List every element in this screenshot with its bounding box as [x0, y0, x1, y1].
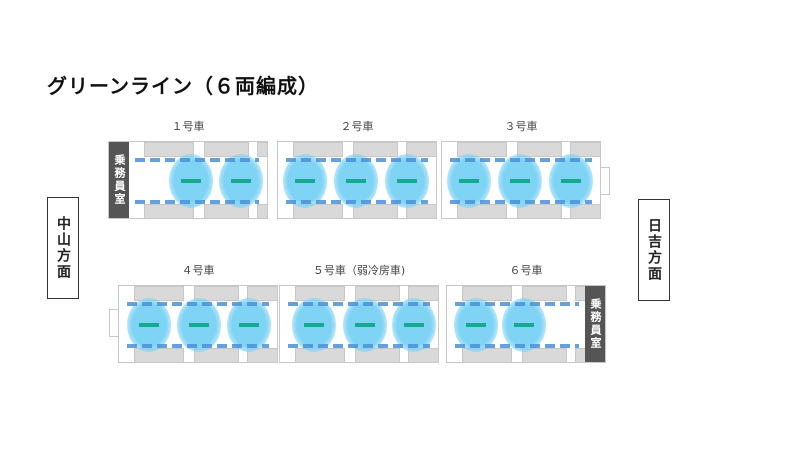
crew-room: 乗務員室 [585, 286, 605, 362]
seat-marker-icon [346, 179, 366, 183]
seat-block [406, 204, 436, 218]
crew-room: 乗務員室 [109, 142, 129, 218]
seat-block [570, 204, 600, 218]
seat-marker-icon [397, 179, 417, 183]
crowd-marker [219, 154, 263, 208]
seat-block [247, 348, 277, 362]
train-car-2 [277, 141, 437, 219]
page-title: グリーンライン（６両編成） [47, 74, 319, 98]
crowd-marker [169, 154, 213, 208]
door-line [135, 200, 259, 204]
seat-block [406, 142, 436, 157]
seat-block [257, 204, 267, 218]
seat-marker-icon [355, 323, 375, 327]
seat-marker-icon [304, 323, 324, 327]
seat-block [462, 286, 512, 301]
train-car-6: 乗務員室 [446, 285, 606, 363]
crowd-marker [454, 298, 498, 352]
door-line [455, 344, 579, 348]
door-line [135, 158, 259, 162]
seat-block [570, 142, 600, 157]
door-line [286, 200, 428, 204]
seat-block [204, 142, 249, 157]
crowd-marker [177, 298, 221, 352]
crowd-marker [447, 154, 491, 208]
seat-marker-icon [514, 323, 534, 327]
train-car-4 [118, 285, 278, 363]
door-line [127, 302, 269, 306]
door-line [127, 344, 269, 348]
train-car-5 [279, 285, 439, 363]
crowd-marker [385, 154, 429, 208]
seat-block [194, 286, 239, 301]
seat-block [457, 142, 507, 157]
direction-right: 日吉方面 [638, 199, 670, 301]
car-label: ２号車 [340, 120, 374, 133]
crowd-marker [343, 298, 387, 352]
crowd-marker [334, 154, 378, 208]
seat-marker-icon [404, 323, 424, 327]
car-label: １号車 [171, 120, 205, 133]
door-line [455, 302, 579, 306]
seat-marker-icon [139, 323, 159, 327]
crowd-marker [502, 298, 546, 352]
crowd-marker [227, 298, 271, 352]
train-car-1: 乗務員室 [108, 141, 268, 219]
seat-marker-icon [231, 179, 251, 183]
door-line [450, 200, 592, 204]
seat-block [194, 348, 239, 362]
seat-marker-icon [189, 323, 209, 327]
door-line [288, 302, 430, 306]
seat-block [257, 142, 267, 157]
crowd-marker [392, 298, 436, 352]
crowd-marker [498, 154, 542, 208]
seat-block [144, 204, 194, 218]
crowd-marker [127, 298, 171, 352]
seat-marker-icon [295, 179, 315, 183]
seat-marker-icon [466, 323, 486, 327]
door-line [450, 158, 592, 162]
car-label: ４号車 [181, 264, 215, 277]
train-car-3 [441, 141, 601, 219]
seat-block [522, 286, 567, 301]
seat-marker-icon [510, 179, 530, 183]
door-line [286, 158, 428, 162]
seat-block [353, 204, 398, 218]
seat-block [517, 142, 562, 157]
seat-marker-icon [459, 179, 479, 183]
door-line [288, 344, 430, 348]
seat-block [517, 204, 562, 218]
seat-marker-icon [181, 179, 201, 183]
car-label: ３号車 [504, 120, 538, 133]
seat-block [355, 286, 400, 301]
seat-block [293, 142, 343, 157]
direction-left: 中山方面 [47, 197, 79, 299]
crowd-marker [549, 154, 593, 208]
seat-block [353, 142, 398, 157]
crowd-marker [292, 298, 336, 352]
crowd-marker [283, 154, 327, 208]
seat-block [247, 286, 277, 301]
seat-marker-icon [239, 323, 259, 327]
car-label: ６号車 [509, 264, 543, 277]
coupler-stub [600, 167, 610, 195]
car-label: ５号車（弱冷房車) [312, 264, 406, 277]
seat-marker-icon [561, 179, 581, 183]
seat-block [522, 348, 567, 362]
seat-block [144, 142, 194, 157]
